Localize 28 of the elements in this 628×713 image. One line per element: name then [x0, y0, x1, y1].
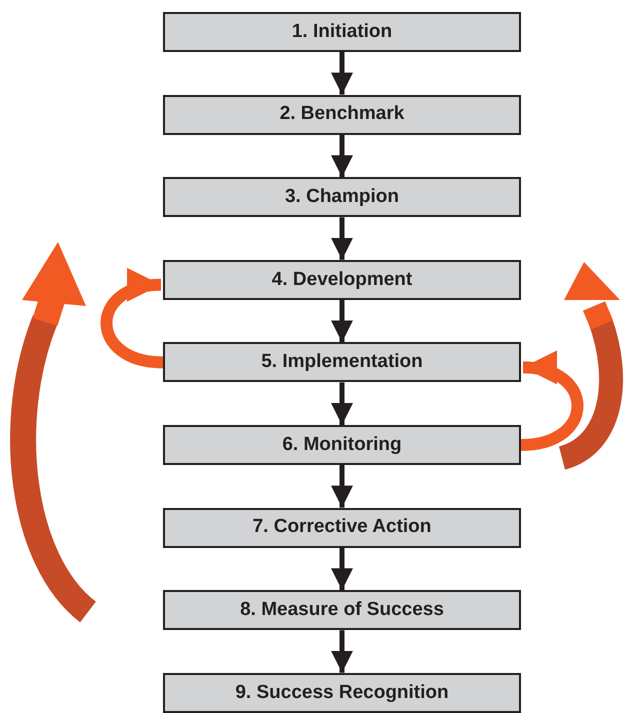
step-label: 5. Implementation — [261, 350, 423, 374]
step-label: 9. Success Recognition — [235, 680, 449, 705]
step-label: 4. Development — [272, 268, 412, 292]
process-box — [163, 672, 521, 713]
process-box — [163, 94, 521, 135]
arrow — [100, 270, 164, 368]
arrow — [331, 300, 353, 342]
process-box — [163, 12, 521, 52]
process-box — [163, 177, 521, 218]
step-label: 7. Corrective Action — [252, 515, 432, 540]
process-box — [163, 508, 521, 548]
process-box — [163, 590, 521, 630]
arrow — [331, 382, 353, 425]
arrow — [331, 465, 353, 508]
step-label: 8. Measure of Success — [240, 598, 444, 622]
step-label: 2. Benchmark — [280, 102, 404, 126]
process-box — [163, 425, 521, 465]
step-label: 1. Initiation — [292, 20, 392, 44]
arrow — [331, 217, 353, 260]
step-label: 3. Champion — [284, 184, 399, 209]
process-box — [163, 260, 521, 300]
arrow — [331, 134, 353, 178]
process-box — [163, 342, 521, 382]
arrow — [520, 354, 584, 451]
step-label: 6. Monitoring — [282, 432, 402, 457]
arrow — [331, 548, 353, 590]
arrow — [331, 52, 353, 95]
arrow — [331, 630, 353, 673]
